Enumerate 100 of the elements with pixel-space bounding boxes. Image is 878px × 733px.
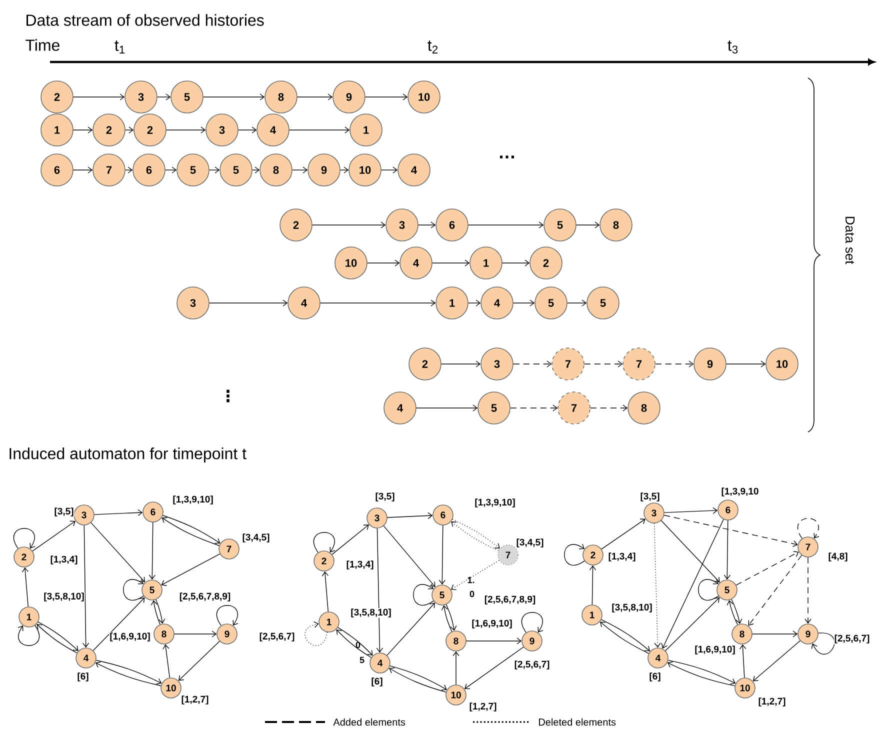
arrow xyxy=(502,260,530,266)
arrow xyxy=(376,528,384,653)
ellipsis: … xyxy=(500,156,514,158)
set-label: [1,2,7] xyxy=(758,697,786,707)
tick-label: t$_{3}$ xyxy=(728,40,738,54)
arrow xyxy=(466,638,522,644)
set-label: [2,5,6,7,8,9] xyxy=(484,595,536,605)
arrow xyxy=(446,604,457,631)
arrow xyxy=(73,126,93,134)
arrow xyxy=(322,571,329,612)
arrow xyxy=(590,404,628,412)
arrow xyxy=(564,544,585,566)
arrow xyxy=(367,260,400,266)
arrow xyxy=(32,520,76,552)
arrow xyxy=(387,512,433,520)
arrow xyxy=(381,166,398,174)
set-label: [3,5] xyxy=(374,492,396,502)
title: Data stream of observed histories xyxy=(26,14,264,26)
arrow xyxy=(655,360,694,368)
arrow xyxy=(698,578,719,601)
set-label: [3,5] xyxy=(640,492,660,502)
arrow xyxy=(661,519,724,649)
arrow xyxy=(441,360,481,368)
arrow xyxy=(13,528,36,549)
set-label: [4,8] xyxy=(828,552,848,562)
arrow xyxy=(752,630,798,638)
arrow xyxy=(252,166,260,174)
arrow xyxy=(161,554,220,586)
arrow xyxy=(450,560,500,590)
arrow xyxy=(125,126,134,134)
set-label: [1,6,9,10] xyxy=(471,619,513,629)
arrow xyxy=(166,126,206,134)
arrow xyxy=(438,525,446,585)
arrow xyxy=(125,166,133,174)
set-label: [1,3,4] xyxy=(346,560,374,570)
arrow xyxy=(731,599,742,624)
section-heading: Induced automaton for timepoint t xyxy=(10,448,246,462)
arrow xyxy=(567,300,587,306)
set-label: [3,4,5] xyxy=(516,538,544,548)
arrow xyxy=(416,404,478,412)
arrow xyxy=(162,644,170,678)
set-label: [3,5,8,10] xyxy=(611,603,653,613)
arrow xyxy=(82,525,90,648)
arrow xyxy=(365,94,408,100)
set-label: [3,5,8,10] xyxy=(43,592,85,602)
arrow xyxy=(513,360,552,368)
set-label: [1,2,7] xyxy=(180,695,210,705)
arrow xyxy=(174,630,217,638)
arrow xyxy=(724,520,731,580)
arrow xyxy=(304,621,328,646)
set-label: [6] xyxy=(76,672,90,682)
arrow xyxy=(238,126,257,134)
arrow xyxy=(654,523,661,648)
arrow xyxy=(664,507,718,514)
arrow xyxy=(156,599,166,624)
set-label: [2,5,6,7] xyxy=(834,634,870,644)
arrow xyxy=(320,300,436,306)
set-label: [2,5,6,7] xyxy=(258,632,296,642)
arrow xyxy=(748,554,802,626)
set-label: [1,3,9,10] xyxy=(474,498,516,508)
set-label: [1,3,9,10] xyxy=(172,495,214,505)
arrow xyxy=(148,522,156,580)
set-label: [3,5,8,10] xyxy=(350,608,392,618)
arrow xyxy=(90,522,146,582)
arrow xyxy=(386,602,435,656)
arrow xyxy=(804,557,812,624)
arrow xyxy=(740,644,746,678)
arrow xyxy=(123,578,144,601)
arrow xyxy=(664,514,798,548)
set-label: [3,5] xyxy=(54,507,74,517)
edge-value: 5 xyxy=(360,656,364,664)
arrow xyxy=(340,166,349,174)
arrow xyxy=(18,625,40,646)
arrow xyxy=(297,94,333,100)
legend-label: Deleted elements xyxy=(539,718,616,726)
arrow xyxy=(510,404,558,412)
arrow xyxy=(312,222,386,228)
set-label: [3,4,5] xyxy=(242,533,270,543)
arrow xyxy=(736,551,799,586)
edge-value: 0 xyxy=(470,590,474,598)
arrow xyxy=(468,222,544,228)
arrow xyxy=(165,166,177,174)
arrow xyxy=(73,94,125,100)
arrow xyxy=(589,565,596,605)
tick-label: t$_{1}$ xyxy=(114,40,125,54)
set-label: [2,5,6,7] xyxy=(514,660,550,670)
arrow xyxy=(441,605,452,632)
arrow xyxy=(383,526,436,588)
axis-label: Time xyxy=(26,39,60,51)
arrow xyxy=(521,612,544,633)
arrow xyxy=(418,222,436,228)
set-label: [2,5,6,7,8,9] xyxy=(178,592,232,602)
arrow xyxy=(216,605,238,626)
arrow xyxy=(289,126,350,134)
arrow xyxy=(313,532,336,553)
arrow xyxy=(432,260,470,266)
arrow xyxy=(660,520,720,582)
arrow xyxy=(92,597,145,651)
arrow xyxy=(209,166,220,174)
arrow xyxy=(203,94,265,100)
